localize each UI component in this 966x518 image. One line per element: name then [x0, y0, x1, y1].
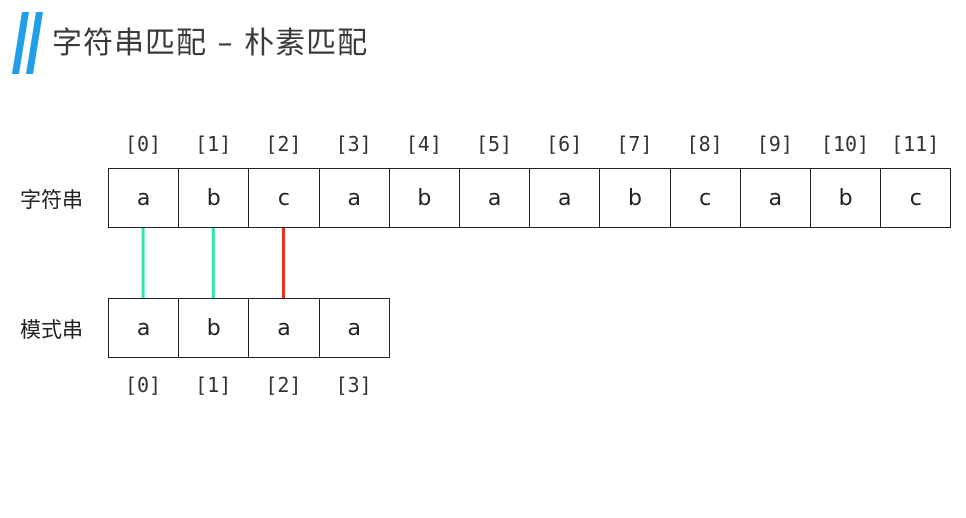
text-cell-10: b: [810, 168, 882, 228]
pattern-index-2: [2]: [265, 373, 302, 397]
text-index-8: [8]: [686, 132, 723, 156]
text-cell-9: a: [739, 168, 811, 228]
text-index-4: [4]: [405, 132, 442, 156]
text-cell-8: c: [669, 168, 741, 228]
title-accent-icon: [12, 12, 43, 74]
pattern-index-0: [0]: [124, 373, 162, 397]
text-cell-5: a: [459, 168, 531, 228]
text-index-5: [5]: [475, 132, 513, 156]
text-cell-0: a: [108, 168, 180, 228]
pattern-cell-0: a: [108, 298, 180, 358]
text-index-3: [3]: [335, 132, 372, 156]
pattern-cell-2: a: [248, 298, 320, 358]
text-index-9: [9]: [756, 132, 793, 156]
text-index-0: [0]: [124, 132, 162, 156]
text-row-label: 字符串: [20, 188, 83, 212]
text-cell-7: b: [599, 168, 671, 228]
text-cell-2: c: [248, 168, 320, 228]
text-index-11: [11]: [891, 132, 940, 156]
text-cell-11: c: [880, 168, 952, 228]
text-index-row: [0] [1] [2] [3] [4] [5] [6] [7] [8] [9] [10] [11]: [108, 132, 951, 156]
pattern-index-row: [0] [1] [2] [3]: [108, 373, 391, 397]
pattern-index-1: [1]: [195, 373, 232, 397]
text-index-1: [1]: [195, 132, 232, 156]
pattern-index-3: [3]: [335, 373, 372, 397]
text-index-2: [2]: [265, 132, 302, 156]
text-index-10: [10]: [820, 132, 870, 156]
text-index-7: [7]: [616, 132, 653, 156]
pattern-cell-1: b: [178, 298, 250, 358]
page-title: 字符串匹配 – 朴素匹配: [52, 26, 369, 61]
text-cell-6: a: [529, 168, 601, 228]
text-index-6: [6]: [546, 132, 583, 156]
pattern-cell-3: a: [318, 298, 390, 358]
text-cell-1: b: [178, 168, 250, 228]
text-cell-4: b: [388, 168, 460, 228]
pattern-row-label: 模式串: [20, 318, 83, 342]
text-cell-3: a: [318, 168, 390, 228]
